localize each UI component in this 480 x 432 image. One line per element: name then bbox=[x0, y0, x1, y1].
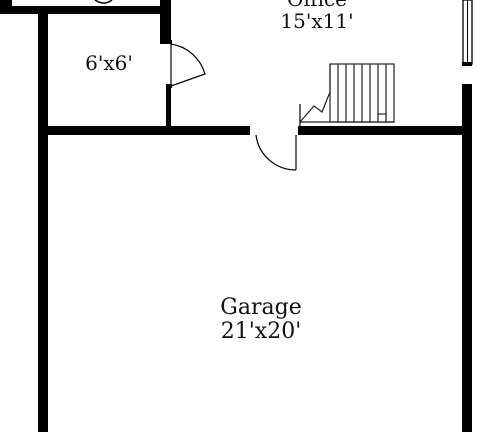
garage-door-swing-icon bbox=[255, 134, 297, 171]
garage-dimensions: 21'x20' bbox=[220, 319, 302, 345]
wall-garage-top-left bbox=[38, 126, 250, 135]
wall-garage-top-right bbox=[298, 126, 470, 135]
wall-closet-right-upper bbox=[166, 0, 171, 44]
door-jamb-garage-left bbox=[244, 126, 250, 135]
wall-top-left-right-vertical bbox=[160, 0, 169, 44]
door-jamb-closet-bottom bbox=[166, 84, 172, 88]
door-jamb-garage-right bbox=[298, 126, 304, 135]
wall-exterior-right bbox=[462, 84, 472, 432]
cropped-door-arc bbox=[94, 0, 113, 4]
wall-closet-right-lower bbox=[166, 84, 171, 132]
office-name: Office bbox=[262, 0, 372, 10]
window-icon bbox=[462, 0, 473, 66]
garage-name: Garage bbox=[220, 295, 302, 320]
office-dimensions: 15'x11' bbox=[280, 9, 354, 33]
closet-dimensions: 6'x6' bbox=[85, 51, 133, 75]
office-label: Office 15'x11' bbox=[262, 0, 372, 32]
wall-top-left-outer-bottom bbox=[0, 6, 168, 14]
stair-entry-break bbox=[299, 64, 331, 123]
door-jamb-closet-top bbox=[166, 40, 172, 44]
closet-label: 6'x6' bbox=[64, 52, 154, 74]
stair-post bbox=[377, 113, 387, 123]
garage-label: Garage 21'x20' bbox=[196, 295, 326, 345]
wall-top-left-notch bbox=[0, 0, 12, 14]
staircase-icon bbox=[299, 63, 395, 123]
top-left-room-walls bbox=[0, 0, 169, 44]
door-swing-icon bbox=[170, 43, 206, 87]
wall-exterior-left bbox=[38, 14, 48, 432]
